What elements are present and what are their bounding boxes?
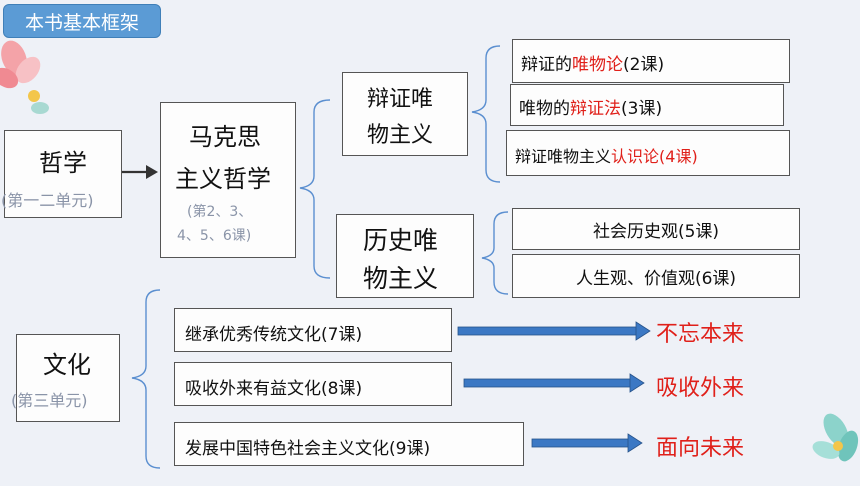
item-suffix: (3课): [621, 99, 663, 119]
item-highlight: 辩证法: [570, 99, 621, 119]
dialectical-line2: 物主义: [367, 123, 434, 148]
dialectical-item: 唯物的辩证法(3课): [510, 84, 784, 126]
item-prefix: 辩证的: [521, 55, 572, 75]
item-suffix: (4课): [659, 147, 698, 166]
culture-row: 发展中国特色社会主义文化(9课): [174, 422, 524, 466]
item-suffix: (2课): [623, 55, 665, 75]
marxism-box: 马克思 主义哲学 (第2、3、 4、5、6课): [160, 102, 296, 258]
dialectical-item: 辩证的唯物论(2课): [512, 39, 790, 83]
framework-title-tag: 本书基本框架: [3, 4, 161, 38]
culture-row: 吸收外来有益文化(8课): [174, 362, 452, 406]
culture-result: 面向未来: [656, 436, 745, 461]
flower-decoration-bottom-right: [812, 413, 859, 462]
dialectical-item: 辩证唯物主义认识论(4课): [506, 130, 790, 176]
marxism-sub1: (第2、3、: [187, 204, 253, 220]
culture-subtitle: (第三单元): [11, 391, 88, 410]
bracket-lines: [122, 45, 509, 469]
marxism-sub2: 4、5、6课): [177, 228, 252, 244]
philosophy-title: 哲学: [39, 149, 87, 177]
item-prefix: 唯物的: [519, 99, 570, 119]
historical-line2: 物主义: [363, 264, 439, 293]
culture-arrows: [457, 321, 651, 453]
historical-item-text: 社会历史观(5课): [592, 221, 720, 242]
historical-item-text: 人生观、价值观(6课): [575, 268, 737, 289]
marxism-line2: 主义哲学: [175, 165, 271, 193]
item-highlight: 认识论: [611, 147, 660, 166]
dialectical-item-text: 辩证的唯物论(2课): [521, 50, 664, 75]
culture-row-text: 吸收外来有益文化(8课): [185, 379, 363, 399]
arrowhead: [146, 165, 158, 179]
flower-decoration-top-left: [0, 40, 49, 114]
historical-line1: 历史唯: [363, 226, 439, 255]
dialectical-line1: 辩证唯: [367, 87, 434, 112]
culture-row-text: 发展中国特色社会主义文化(9课): [185, 439, 431, 459]
dialectical-materialism-box: 辩证唯 物主义: [342, 72, 468, 156]
culture-result: 不忘本来: [656, 322, 745, 347]
philosophy-subtitle: (第一二单元): [1, 191, 94, 210]
framework-title: 本书基本框架: [24, 11, 139, 34]
culture-row: 继承优秀传统文化(7课): [174, 308, 452, 352]
historical-item: 人生观、价值观(6课): [512, 254, 800, 298]
historical-materialism-box: 历史唯 物主义: [336, 214, 474, 298]
culture-row-text: 继承优秀传统文化(7课): [185, 325, 363, 345]
culture-title: 文化: [43, 351, 91, 379]
philosophy-box: 哲学 (第一二单元): [1, 130, 122, 218]
item-prefix: 辩证唯物主义: [515, 147, 612, 166]
culture-box: 文化 (第三单元): [11, 334, 120, 422]
culture-result: 吸收外来: [656, 376, 745, 401]
dialectical-item-text: 辩证唯物主义认识论(4课): [515, 143, 698, 167]
item-highlight: 唯物论: [572, 55, 623, 75]
historical-item: 社会历史观(5课): [512, 208, 800, 250]
dialectical-item-text: 唯物的辩证法(3课): [519, 94, 662, 119]
marxism-line1: 马克思: [189, 123, 261, 151]
